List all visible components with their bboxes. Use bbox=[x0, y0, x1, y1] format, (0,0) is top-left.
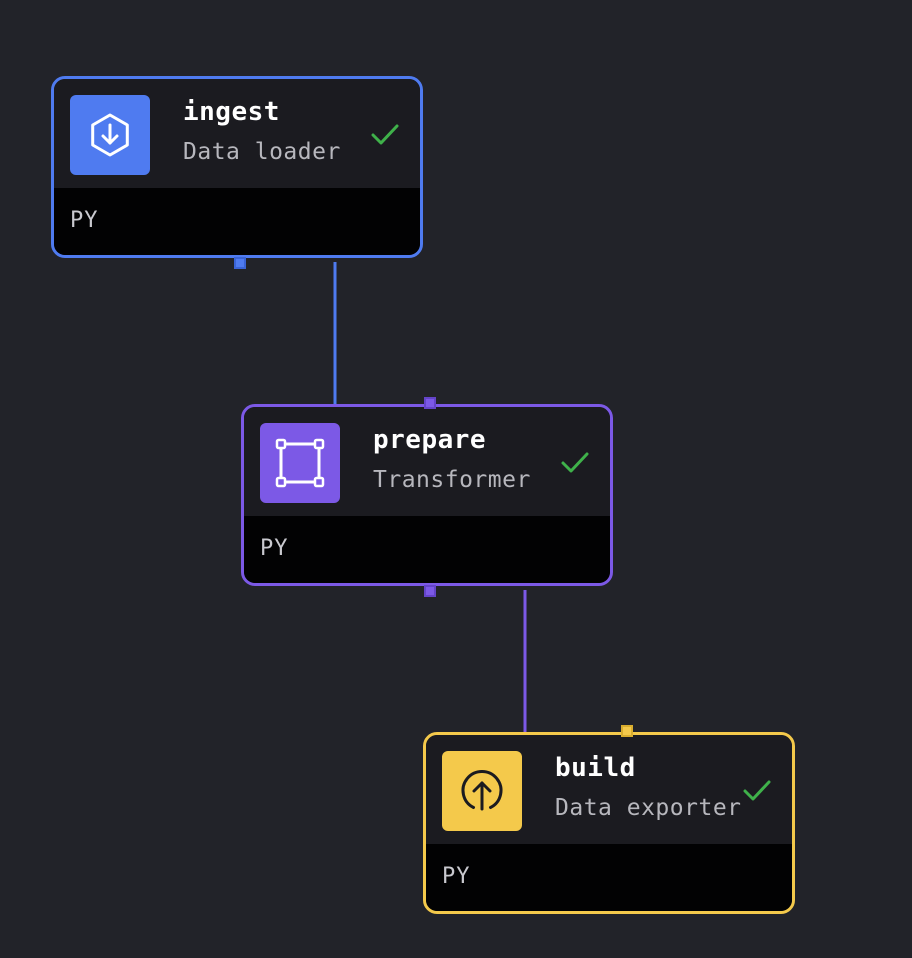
block-type-label: Transformer bbox=[373, 467, 531, 493]
block-node-build[interactable]: build Data exporter PY bbox=[423, 732, 795, 914]
success-check-icon bbox=[743, 780, 771, 801]
block-type-label: Data loader bbox=[183, 139, 341, 165]
success-check-icon bbox=[561, 452, 589, 473]
block-footer: PY bbox=[244, 516, 610, 583]
block-type-tile bbox=[260, 423, 340, 503]
upload-icon bbox=[461, 770, 503, 811]
block-language-label: PY bbox=[442, 864, 471, 889]
block-type-tile bbox=[442, 751, 522, 831]
download-icon bbox=[91, 113, 129, 157]
block-language-label: PY bbox=[70, 208, 99, 233]
input-port-build[interactable] bbox=[621, 725, 633, 737]
block-node-ingest[interactable]: ingest Data loader PY bbox=[51, 76, 423, 258]
output-port-prepare[interactable] bbox=[424, 585, 436, 597]
block-header: build Data exporter bbox=[426, 735, 792, 847]
block-name: prepare bbox=[373, 425, 487, 455]
block-footer: PY bbox=[426, 844, 792, 911]
success-check-icon bbox=[371, 124, 399, 145]
block-footer: PY bbox=[54, 188, 420, 255]
input-port-prepare[interactable] bbox=[424, 397, 436, 409]
block-language-label: PY bbox=[260, 536, 289, 561]
block-name: ingest bbox=[183, 97, 280, 127]
transform-frame-icon bbox=[275, 438, 325, 488]
output-port-ingest[interactable] bbox=[234, 257, 246, 269]
block-type-tile bbox=[70, 95, 150, 175]
block-type-label: Data exporter bbox=[555, 795, 742, 821]
block-name: build bbox=[555, 753, 636, 783]
block-header: ingest Data loader bbox=[54, 79, 420, 191]
block-header: prepare Transformer bbox=[244, 407, 610, 519]
block-node-prepare[interactable]: prepare Transformer PY bbox=[241, 404, 613, 586]
